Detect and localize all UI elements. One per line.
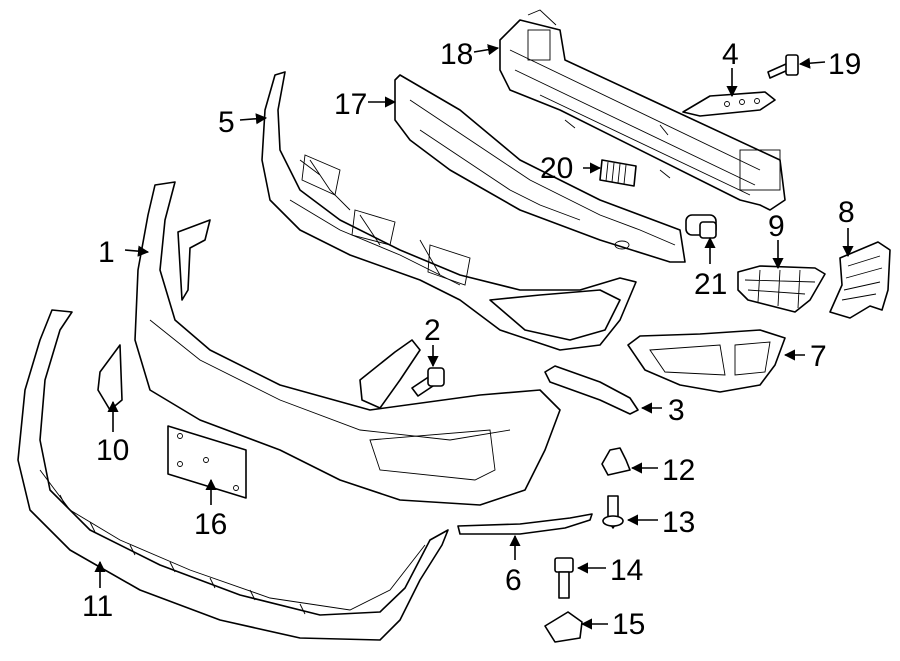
callout-19: 19 (828, 48, 861, 81)
part-20-insert (599, 159, 637, 187)
callout-2: 2 (424, 314, 441, 347)
callout-9: 9 (768, 210, 785, 243)
callout-18: 18 (440, 38, 473, 71)
part-1-bumper-cover (134, 181, 561, 506)
part-17-energy-absorber (394, 74, 686, 263)
part-13-screw (602, 495, 624, 529)
callout-5: 5 (218, 106, 235, 139)
callout-15: 15 (612, 608, 645, 641)
part-12-clip (601, 447, 631, 476)
part-9-lamp (737, 265, 826, 313)
callout-10: 10 (96, 434, 129, 467)
leader-lines (94, 44, 854, 630)
part-16-license-bracket (167, 425, 247, 499)
callout-12: 12 (662, 454, 695, 487)
part-11-lower-lip (17, 309, 449, 641)
part-21-sensor (685, 214, 717, 239)
callout-13: 13 (662, 506, 695, 539)
part-3-bracket (544, 365, 639, 415)
part-2-push-pin (411, 367, 445, 397)
part-8-side-grille (829, 241, 891, 319)
callout-7: 7 (810, 340, 827, 373)
part-10-trim (97, 344, 123, 411)
part-14-bolt (554, 557, 574, 599)
part-4-bracket (682, 91, 776, 117)
callout-4: 4 (722, 38, 739, 71)
callout-1: 1 (98, 236, 115, 269)
part-5-upper-cover (261, 71, 637, 351)
part-6-molding (457, 513, 593, 535)
part-18-reinforcement-beam (499, 9, 786, 211)
callout-17: 17 (334, 88, 367, 121)
part-19-bolt (767, 54, 799, 79)
callout-8: 8 (838, 196, 855, 229)
callout-16: 16 (194, 508, 227, 541)
callout-labels: 1 2 3 4 5 6 7 8 9 10 11 12 13 14 15 16 1… (82, 38, 861, 641)
callout-6: 6 (505, 564, 522, 597)
callout-3: 3 (668, 394, 685, 427)
callout-20: 20 (540, 152, 573, 185)
callout-14: 14 (610, 554, 643, 587)
callout-11: 11 (82, 590, 113, 623)
part-15-clip-nut (544, 611, 583, 643)
part-7-fog-bezel (627, 329, 786, 393)
callout-21: 21 (694, 268, 727, 301)
